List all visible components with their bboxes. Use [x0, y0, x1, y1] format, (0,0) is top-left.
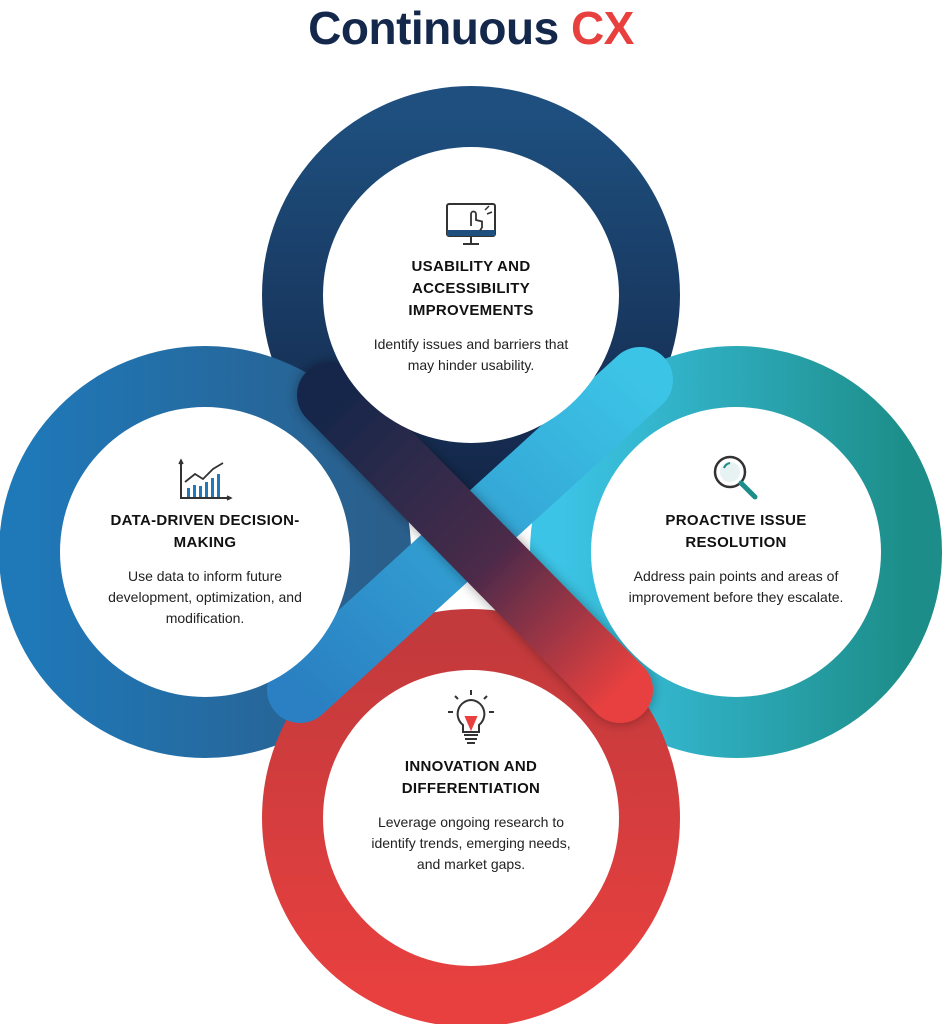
magnifier-icon [713, 455, 758, 500]
lightbulb-icon [448, 690, 494, 744]
ring-bottom [262, 609, 680, 1024]
panel-data-driven: DATA-DRIVEN DECISION-MAKING Use data to … [105, 458, 305, 629]
title-main: Continuous [308, 2, 559, 54]
disc-right [591, 407, 881, 697]
panel-data-driven-heading: DATA-DRIVEN DECISION-MAKING [110, 512, 300, 551]
disc-left [60, 407, 350, 697]
panel-usability-heading: USABILITY AND ACCESSIBILITY IMPROVEMENTS [408, 258, 534, 319]
ring-right [530, 346, 942, 758]
band-dark-diagonal [297, 362, 653, 723]
panel-proactive: PROACTIVE ISSUE RESOLUTION Address pain … [626, 452, 846, 608]
panel-usability: USABILITY AND ACCESSIBILITY IMPROVEMENTS… [371, 200, 571, 376]
panel-data-driven-body: Use data to inform future development, o… [108, 568, 302, 626]
ring-left [0, 346, 411, 758]
disc-top [323, 147, 619, 443]
panel-proactive-body: Address pain points and areas of improve… [628, 568, 844, 605]
disc-bottom [323, 670, 619, 966]
bar-chart-trend-icon [178, 458, 233, 501]
monitor-touch-icon [446, 203, 496, 245]
panel-innovation: INNOVATION AND DIFFERENTIATION Leverage … [361, 688, 581, 875]
panel-innovation-body: Leverage ongoing research to identify tr… [371, 814, 571, 872]
title-accent: CX [570, 2, 634, 54]
panel-innovation-heading: INNOVATION AND DIFFERENTIATION [401, 758, 541, 797]
page-title: Continuous CX [0, 0, 942, 60]
ring-top [262, 86, 680, 504]
panel-proactive-heading: PROACTIVE ISSUE RESOLUTION [665, 512, 807, 551]
panel-usability-body: Identify issues and barriers that may hi… [373, 336, 569, 373]
